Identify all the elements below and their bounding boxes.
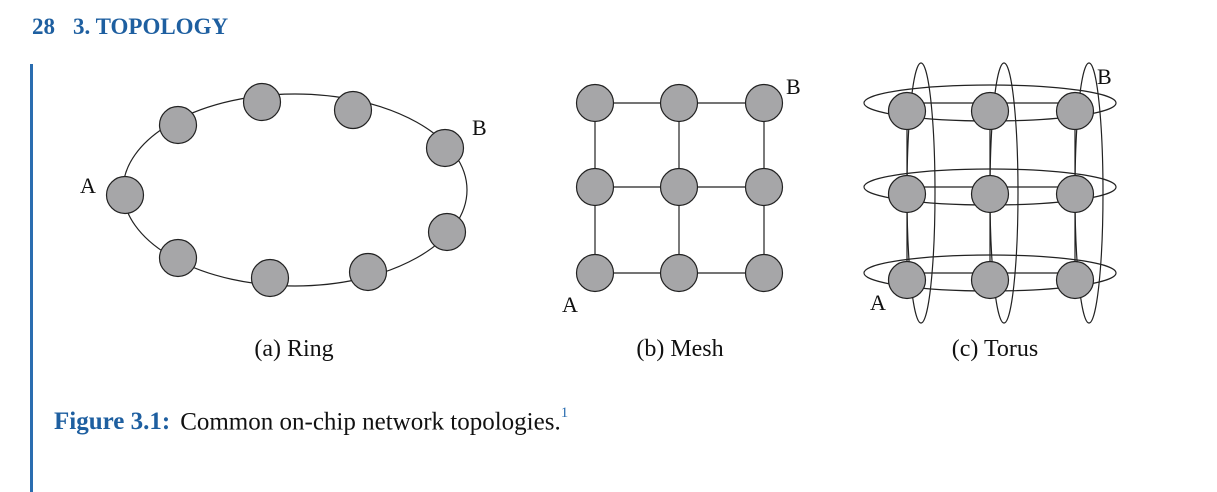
torus-node <box>1055 260 1095 300</box>
torus-node <box>887 174 927 214</box>
ring-node <box>250 258 290 298</box>
torus-label-b: B <box>1097 64 1112 89</box>
ring-node <box>425 128 465 168</box>
mesh-node <box>744 253 784 293</box>
mesh-node <box>744 167 784 207</box>
ring-caption: (a) Ring <box>254 336 333 362</box>
mesh-node <box>744 83 784 123</box>
ring-node <box>427 212 467 252</box>
ring-node <box>158 238 198 278</box>
ring-panel: A B (a) Ring <box>80 82 487 362</box>
mesh-node <box>659 253 699 293</box>
footnote-link[interactable]: 1 <box>560 405 569 421</box>
mesh-node <box>575 167 615 207</box>
mesh-panel: A B (b) Mesh <box>562 74 801 362</box>
torus-node <box>1055 91 1095 131</box>
mesh-caption: (b) Mesh <box>636 336 723 362</box>
page-number: 28 <box>32 14 55 39</box>
torus-node <box>887 91 927 131</box>
torus-panel: A B (c) Torus <box>863 62 1117 362</box>
ring-node <box>333 90 373 130</box>
torus-node <box>970 260 1010 300</box>
mesh-label-a: A <box>562 292 578 317</box>
ring-node <box>242 82 282 122</box>
figure-label: Figure 3.1: <box>54 408 171 436</box>
mesh-nodes <box>575 83 784 293</box>
margin-rule <box>30 64 33 492</box>
torus-caption: (c) Torus <box>952 336 1039 362</box>
mesh-label-b: B <box>786 74 801 99</box>
torus-node <box>887 260 927 300</box>
torus-nodes <box>887 91 1095 300</box>
mesh-node <box>575 253 615 293</box>
torus-node <box>1055 174 1095 214</box>
ring-nodes <box>105 82 467 298</box>
running-head: 28 3. TOPOLOGY <box>32 14 228 40</box>
torus-label-a: A <box>870 290 886 315</box>
ring-label-b: B <box>472 115 487 140</box>
ring-label-a: A <box>80 173 96 198</box>
mesh-node <box>659 167 699 207</box>
figure-caption: Figure 3.1: Common on-chip network topolo… <box>54 405 569 436</box>
mesh-node <box>575 83 615 123</box>
ring-node <box>348 252 388 292</box>
torus-node <box>970 174 1010 214</box>
torus-node <box>970 91 1010 131</box>
chapter-title: 3. TOPOLOGY <box>73 14 229 39</box>
ring-node <box>158 105 198 145</box>
figure-caption-text: Common on-chip network topologies. <box>180 408 561 436</box>
mesh-node <box>659 83 699 123</box>
ring-node <box>105 175 145 215</box>
